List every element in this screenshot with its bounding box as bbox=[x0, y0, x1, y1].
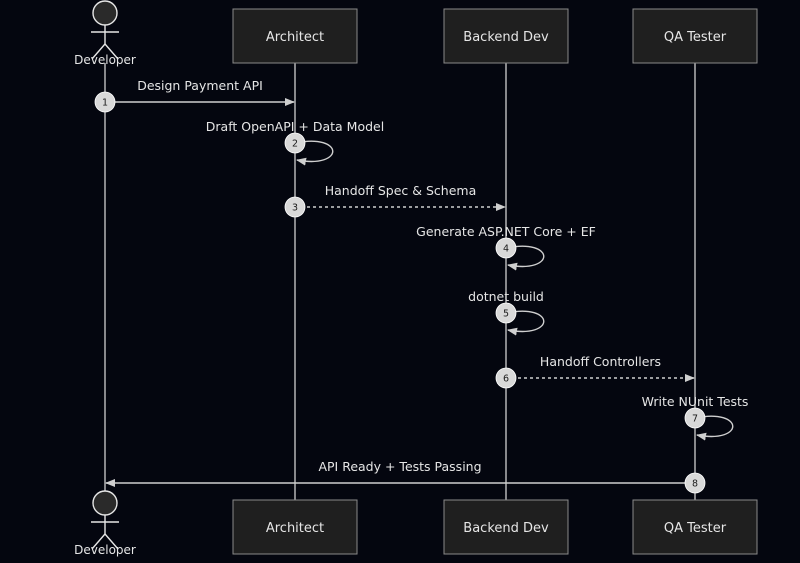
sequence-number: 4 bbox=[503, 244, 509, 255]
participant-backend-top[interactable]: Backend Dev bbox=[443, 8, 569, 64]
message-label: Design Payment API bbox=[137, 78, 263, 93]
actor-developer-bottom[interactable]: Developer bbox=[74, 490, 136, 557]
message-4: Generate ASP.NET Core + EF 4 bbox=[416, 224, 596, 271]
actor-leg-right bbox=[104, 533, 119, 550]
message-label: Handoff Controllers bbox=[540, 354, 661, 369]
actor-leg-left bbox=[91, 43, 106, 60]
message-5: dotnet build 5 bbox=[468, 289, 545, 336]
message-6: Handoff Controllers 6 bbox=[495, 354, 695, 389]
message-label: Handoff Spec & Schema bbox=[325, 183, 477, 198]
participant-box bbox=[443, 8, 569, 64]
message-label: Generate ASP.NET Core + EF bbox=[416, 224, 596, 239]
actor-label: Developer bbox=[74, 53, 136, 67]
sequence-number: 2 bbox=[292, 139, 298, 150]
sequence-number-badge bbox=[495, 302, 517, 324]
participant-label: QA Tester bbox=[664, 521, 727, 536]
participant-label: QA Tester bbox=[664, 30, 727, 45]
sequence-number: 5 bbox=[503, 309, 509, 320]
message-label: dotnet build bbox=[468, 289, 544, 304]
message-label: API Ready + Tests Passing bbox=[318, 459, 481, 474]
participant-label: Architect bbox=[266, 521, 324, 536]
sequence-number-badge bbox=[284, 196, 306, 218]
participant-architect-top[interactable]: Architect bbox=[232, 8, 358, 64]
actor-leg-right bbox=[104, 43, 119, 60]
message-8: API Ready + Tests Passing 8 bbox=[105, 459, 706, 494]
participant-box bbox=[632, 499, 758, 555]
message-label: Draft OpenAPI + Data Model bbox=[206, 119, 384, 134]
actor-head bbox=[92, 490, 118, 516]
self-message-arrow bbox=[294, 140, 334, 166]
self-message-arrow bbox=[505, 245, 545, 271]
participant-label: Architect bbox=[266, 30, 324, 45]
participant-label: Backend Dev bbox=[463, 521, 549, 536]
sequence-number-badge bbox=[684, 407, 706, 429]
sequence-number: 8 bbox=[692, 479, 698, 490]
sequence-number-badge bbox=[284, 132, 306, 154]
participant-label: Backend Dev bbox=[463, 30, 549, 45]
participant-box bbox=[443, 499, 569, 555]
sequence-number-badge bbox=[495, 367, 517, 389]
actor-leg-left bbox=[91, 533, 106, 550]
sequence-number-badge bbox=[495, 237, 517, 259]
participant-box bbox=[232, 499, 358, 555]
sequence-number: 6 bbox=[503, 374, 509, 385]
sequence-number: 7 bbox=[692, 414, 698, 425]
sequence-number-badge bbox=[684, 472, 706, 494]
actor-head bbox=[92, 0, 118, 26]
message-1: Design Payment API 1 bbox=[94, 78, 295, 113]
sequence-number: 3 bbox=[292, 203, 298, 214]
self-message-arrow bbox=[694, 415, 734, 441]
participant-box bbox=[632, 8, 758, 64]
message-3: Handoff Spec & Schema 3 bbox=[284, 183, 506, 218]
participant-backend-bottom[interactable]: Backend Dev bbox=[443, 499, 569, 555]
self-message-arrow bbox=[505, 310, 545, 336]
participant-qa-bottom[interactable]: QA Tester bbox=[632, 499, 758, 555]
actor-developer-top[interactable]: Developer bbox=[74, 0, 136, 67]
message-2: Draft OpenAPI + Data Model 2 bbox=[206, 119, 384, 166]
actor-label: Developer bbox=[74, 543, 136, 557]
sequence-number: 1 bbox=[102, 98, 108, 109]
participant-qa-top[interactable]: QA Tester bbox=[632, 8, 758, 64]
participant-architect-bottom[interactable]: Architect bbox=[232, 499, 358, 555]
message-label: Write NUnit Tests bbox=[642, 394, 749, 409]
sequence-number-badge bbox=[94, 91, 116, 113]
message-7: Write NUnit Tests 7 bbox=[642, 394, 749, 441]
participant-box bbox=[232, 8, 358, 64]
